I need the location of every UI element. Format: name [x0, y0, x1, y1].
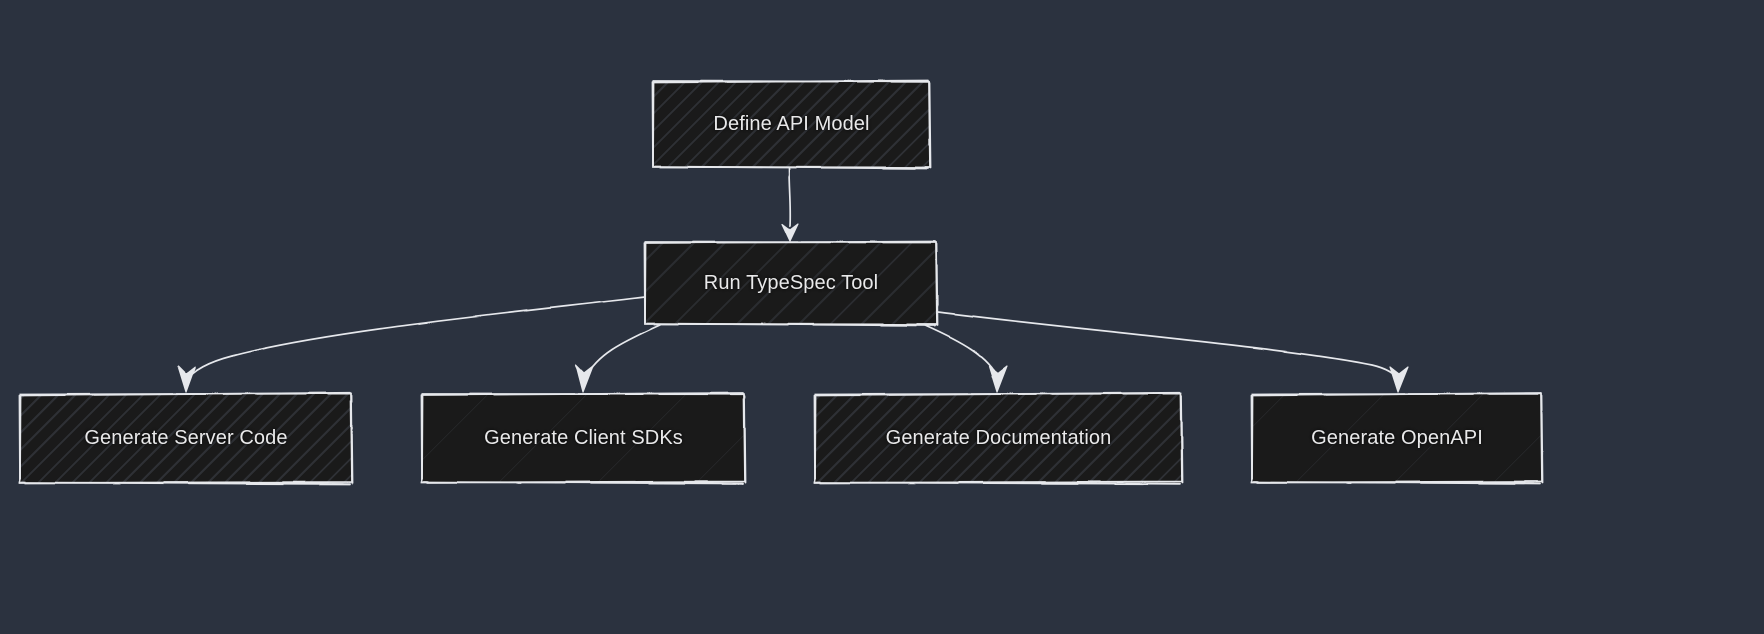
node-generate-openapi[interactable]: Generate OpenAPI [1250, 392, 1544, 485]
node-label: Define API Model [713, 113, 870, 135]
edge-define-to-run [781, 167, 799, 242]
node-run-typespec-tool[interactable]: Run TypeSpec Tool [643, 240, 939, 327]
node-label: Run TypeSpec Tool [703, 272, 879, 294]
edge-run-to-server [177, 296, 646, 393]
node-label: Generate Server Code [84, 427, 288, 449]
node-generate-client-sdks[interactable]: Generate Client SDKs [420, 392, 747, 485]
node-label: Generate Client SDKs [484, 427, 683, 449]
node-label: Generate Documentation [885, 427, 1112, 449]
edge-run-to-openapi [937, 311, 1409, 393]
node-generate-documentation[interactable]: Generate Documentation [813, 391, 1184, 485]
edge-run-to-docs [924, 324, 1008, 393]
edge-run-to-sdks [575, 324, 661, 393]
node-label: Generate OpenAPI [1311, 427, 1483, 449]
node-generate-server-code[interactable]: Generate Server Code [18, 391, 354, 485]
node-define-api-model[interactable]: Define API Model [651, 79, 932, 170]
